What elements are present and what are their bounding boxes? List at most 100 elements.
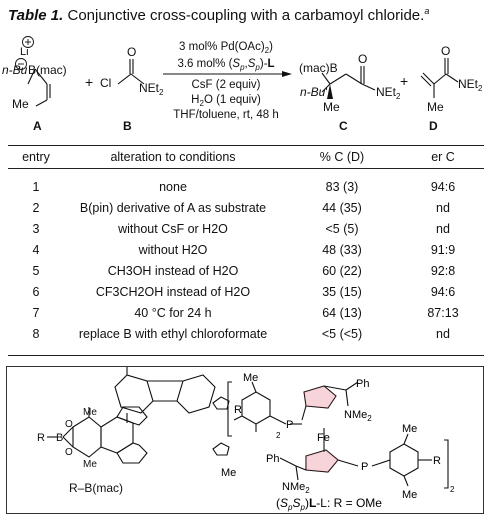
- mac-b: B: [56, 432, 63, 444]
- ligand-ph-bottom: Ph: [266, 453, 279, 465]
- cell-alteration: replace B with ethyl chloroformate: [78, 326, 268, 341]
- ligand-me-bottom-right: Me: [402, 489, 417, 501]
- ligand-me-top-right: Me: [402, 423, 417, 435]
- compound-a-label: A: [33, 119, 42, 133]
- cell-entry: 7: [32, 305, 40, 320]
- cell-yield: 44 (35): [322, 200, 362, 215]
- ligand-caption: (SpSp)L-L: R = OMe: [276, 496, 382, 512]
- reagent-a-boron: B(mac): [28, 63, 67, 77]
- table-top-rule: [8, 145, 484, 146]
- cell-yield: 83 (3): [325, 179, 359, 194]
- table-row: 3 without CsF or H2O <5 (5) nd: [8, 218, 484, 239]
- ligand-sub2-left: 2: [276, 431, 281, 440]
- cell-yield: <5 (5): [325, 221, 359, 236]
- cell-entry: 3: [32, 221, 40, 236]
- header-er: er C: [431, 150, 455, 164]
- table-row: 2 B(pin) derivative of A as substrate 44 (…: [8, 197, 484, 218]
- table-title-text: Conjunctive cross-coupling with a carbam…: [67, 7, 425, 24]
- product-c-nbu: n-Bu': [300, 85, 328, 99]
- cell-yield: 60 (22): [322, 263, 362, 278]
- plus-sign-2: +: [400, 73, 408, 89]
- cell-er: 94:6: [430, 284, 456, 299]
- table-bottom-rule: [8, 355, 484, 356]
- table-row: 6 CF3CH2OH instead of H2O 35 (15) 94:6: [8, 281, 484, 302]
- cell-er: nd: [436, 200, 450, 215]
- ligand-structures: R B O O Me Me R–B(mac): [37, 367, 230, 495]
- mac-r: R: [37, 432, 45, 444]
- cell-alteration: B(pin) derivative of A as substrate: [79, 200, 267, 215]
- table-row: 8 replace B with ethyl chloroformate <5 (<…: [8, 323, 484, 344]
- ligand-sub2-right: 2: [450, 485, 455, 494]
- cell-alteration: without H2O: [138, 242, 208, 257]
- condition-water: H2O (1 equiv): [191, 94, 261, 108]
- header-yield: % C (D): [319, 150, 365, 164]
- reagent-a-nbu: n-Bu: [2, 63, 28, 77]
- ligand-r-right: R: [433, 455, 441, 467]
- mac-o1: O: [65, 419, 73, 430]
- cell-yield: 48 (33): [322, 242, 362, 257]
- ligand-me-mid-left: Me: [221, 467, 236, 479]
- cell-entry: 4: [32, 242, 40, 257]
- product-d-me: Me: [427, 100, 444, 114]
- ligand-p-right: P: [361, 461, 368, 473]
- product-c-boron: (mac)B: [299, 61, 338, 75]
- cell-entry: 2: [32, 200, 40, 215]
- compound-d-label: D: [429, 119, 438, 133]
- reagent-a-me: Me: [12, 97, 29, 111]
- cell-yield: <5 (<5): [321, 326, 363, 341]
- ligand-nme2-top: NMe2: [344, 409, 372, 423]
- table-title: Table 1. Conjunctive cross-coupling with…: [8, 6, 429, 24]
- product-d-net2: NEt2: [458, 77, 483, 93]
- cell-er: 91:9: [430, 242, 456, 257]
- table-row: 7 40 °C for 24 h 64 (13) 87:13: [8, 302, 484, 323]
- condition-solvent: THF/toluene, rt, 48 h: [173, 109, 278, 121]
- condition-catalyst: 3 mol% Pd(OAc)2): [179, 41, 273, 55]
- reagent-b-cl: Cl: [100, 76, 111, 90]
- ligand-p-left: P: [286, 419, 293, 431]
- table-row: 5 CH3OH instead of H2O 60 (22) 92:8: [8, 260, 484, 281]
- cell-entry: 1: [32, 179, 40, 194]
- compound-c-label: C: [339, 119, 348, 133]
- chiral-ligand-structure: Me Me R P 2 Ph NMe2 Fe Ph NMe2 P Me Me R…: [221, 372, 455, 512]
- reagent-a-li: Li: [20, 46, 29, 58]
- cell-alteration: none: [159, 179, 187, 194]
- cell-er: 87:13: [427, 305, 459, 320]
- ligand-me-top-left: Me: [243, 372, 258, 384]
- product-d-o: O: [441, 44, 450, 58]
- conditions-table: entry alteration to conditions % C (D) e…: [8, 146, 484, 344]
- product-c-net2: NEt2: [376, 85, 401, 101]
- condition-ligand: 3.6 mol% (Sp,Sp)-L: [177, 58, 274, 72]
- cell-alteration: CH3OH instead of H2O: [107, 263, 239, 278]
- reagent-b-o: O: [127, 45, 136, 59]
- cell-er: nd: [436, 221, 450, 236]
- plus-sign-1: +: [85, 74, 93, 90]
- cell-er: 94:6: [430, 179, 456, 194]
- cell-entry: 6: [32, 284, 40, 299]
- structures-box: R B O O Me Me R–B(mac): [6, 366, 484, 514]
- table-row: 4 without H2O 48 (33) 91:9: [8, 239, 484, 260]
- table-row: 1 none 83 (3) 94:6: [8, 168, 484, 197]
- cell-entry: 8: [32, 326, 40, 341]
- product-c-o: O: [358, 52, 367, 66]
- condition-base: CsF (2 equiv): [191, 79, 260, 91]
- cell-er: 92:8: [430, 263, 456, 278]
- compound-b-label: B: [123, 119, 132, 133]
- cell-yield: 35 (15): [322, 284, 362, 299]
- header-entry: entry: [22, 150, 50, 164]
- mac-o2: O: [65, 447, 73, 458]
- cell-alteration: 40 °C for 24 h: [134, 305, 212, 320]
- table-title-label: Table 1.: [8, 7, 64, 24]
- mac-me2: Me: [83, 459, 97, 470]
- ligand-r-left: R: [234, 404, 242, 416]
- cell-yield: 64 (13): [322, 305, 362, 320]
- header-alteration: alteration to conditions: [110, 150, 236, 164]
- cell-alteration: without CsF or H2O: [118, 221, 228, 236]
- ligand-ph-top: Ph: [356, 378, 369, 390]
- table-header-rule: [8, 168, 484, 169]
- mac-label: R–B(mac): [69, 481, 123, 495]
- cell-entry: 5: [32, 263, 40, 278]
- table-header-row: entry alteration to conditions % C (D) e…: [8, 146, 484, 168]
- ligand-fe: Fe: [317, 432, 330, 444]
- table-footnote-mark: a: [424, 6, 430, 16]
- cell-alteration: CF3CH2OH instead of H2O: [95, 284, 251, 299]
